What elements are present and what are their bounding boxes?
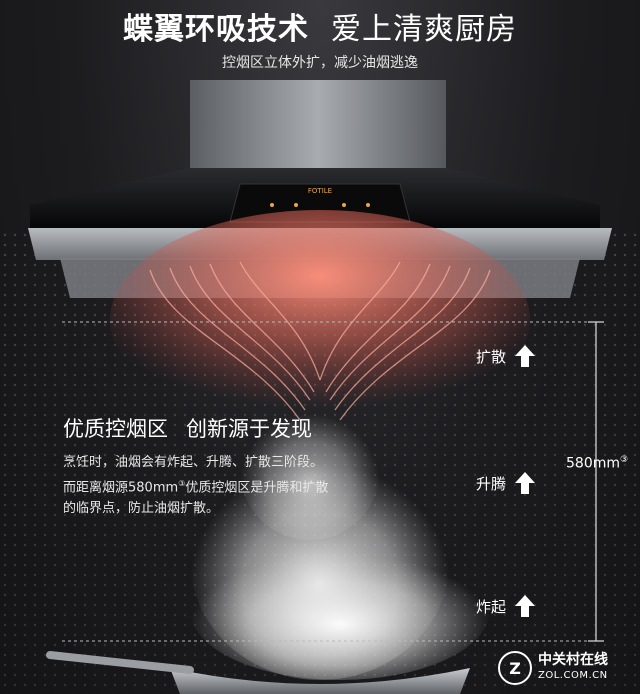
title-tagline: 爱上清爽厨房 xyxy=(331,12,517,47)
stage-rise: 升腾 xyxy=(476,471,536,495)
wok xyxy=(170,668,470,694)
watermark-domain: ZOL.COM.CN xyxy=(538,670,608,681)
watermark-name: 中关村在线 xyxy=(538,652,608,668)
svg-text:FOTILE: FOTILE xyxy=(308,187,332,195)
heading-a: 优质控烟区 xyxy=(63,417,168,441)
airflow-glow xyxy=(110,210,530,430)
distance-label: 580mm③ xyxy=(566,455,629,472)
airflow-lines xyxy=(149,261,491,421)
body-line-2: 而距离烟源580mm③优质控烟区是升腾和扩散 xyxy=(63,479,329,496)
page-title: 蝶翼环吸技术爱上清爽厨房 xyxy=(0,4,640,48)
body-line-3: 的临界点，防止油烟扩散。 xyxy=(63,501,220,517)
body-line-1: 烹饪时，油烟会有炸起、升腾、扩散三阶段。 xyxy=(63,455,324,470)
up-arrow-icon xyxy=(515,472,536,494)
watermark: Z 中关村在线 ZOL.COM.CN xyxy=(498,646,638,690)
hood-chimney xyxy=(190,80,446,180)
stage-diffuse: 扩散 xyxy=(476,344,536,368)
wok-handle xyxy=(46,651,194,674)
section-heading: 优质控烟区创新源于发现 xyxy=(63,413,312,443)
section-body: 烹饪时，油烟会有炸起、升腾、扩散三阶段。 而距离烟源580mm③优质控烟区是升腾… xyxy=(63,452,393,519)
page-subtitle: 控烟区立体外扩，减少油烟逃逸 xyxy=(222,55,418,71)
up-arrow-icon xyxy=(515,345,536,367)
title-main: 蝶翼环吸技术 xyxy=(123,12,309,47)
stage-label: 升腾 xyxy=(476,474,507,493)
stage-label: 扩散 xyxy=(476,347,507,366)
up-arrow-icon xyxy=(515,595,536,617)
heading-b: 创新源于发现 xyxy=(186,417,312,441)
stage-burst: 炸起 xyxy=(476,594,536,618)
stage-label: 炸起 xyxy=(476,597,507,616)
zol-logo-icon: Z xyxy=(498,651,532,685)
